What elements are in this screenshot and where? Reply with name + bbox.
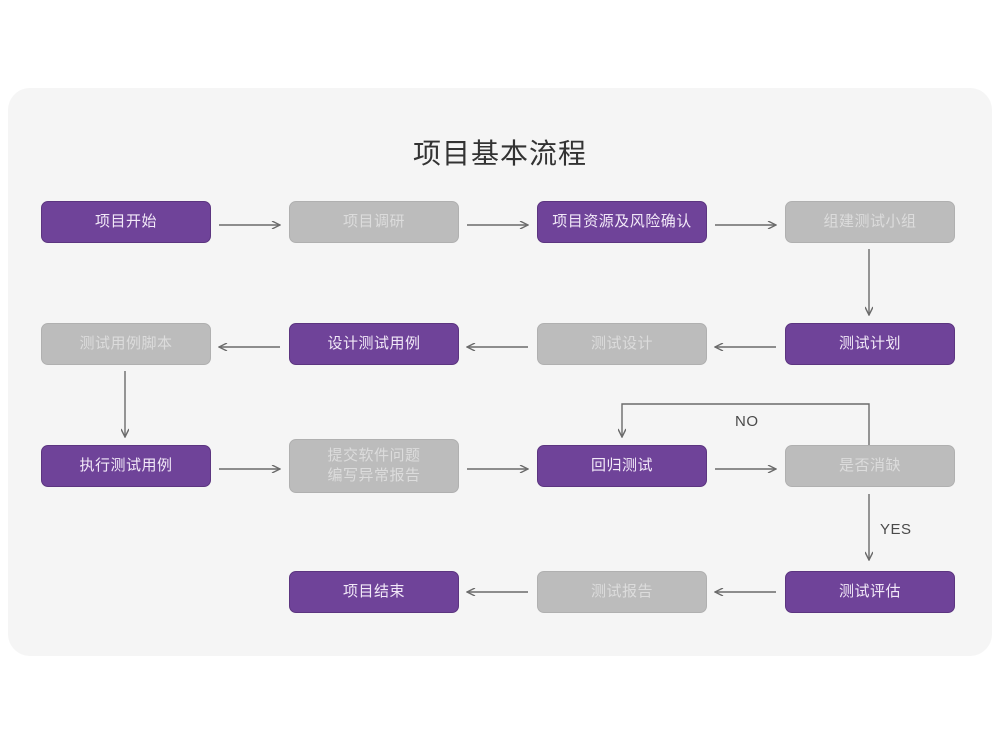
node-label: 项目结束 <box>342 583 405 600</box>
node-test-report[interactable]: 测试报告 <box>537 571 707 613</box>
node-project-end[interactable]: 项目结束 <box>289 571 459 613</box>
flowchart-card: 项目基本流程 <box>8 88 992 656</box>
node-label: 设计测试用例 <box>327 335 421 352</box>
node-resource-risk-confirm[interactable]: 项目资源及风险确认 <box>537 201 707 243</box>
edge-label-yes: YES <box>880 521 912 538</box>
node-label: 组建测试小组 <box>823 213 917 230</box>
node-label: 执行测试用例 <box>79 457 173 474</box>
node-label: 项目调研 <box>342 213 405 230</box>
node-project-research[interactable]: 项目调研 <box>289 201 459 243</box>
node-label: 测试计划 <box>838 335 901 352</box>
node-label: 测试报告 <box>590 583 653 600</box>
node-label: 是否消缺 <box>838 457 901 474</box>
edge-label-no: NO <box>735 413 759 430</box>
node-execute-test-case[interactable]: 执行测试用例 <box>41 445 211 487</box>
node-label: 回归测试 <box>590 457 653 474</box>
node-submit-issue-report[interactable]: 提交软件问题 编写异常报告 <box>289 439 459 493</box>
node-test-design[interactable]: 测试设计 <box>537 323 707 365</box>
page-title: 项目基本流程 <box>412 138 587 169</box>
node-design-test-case[interactable]: 设计测试用例 <box>289 323 459 365</box>
node-label: 测试设计 <box>590 335 653 352</box>
node-build-test-team[interactable]: 组建测试小组 <box>785 201 955 243</box>
node-test-evaluation[interactable]: 测试评估 <box>785 571 955 613</box>
node-label: 测试用例脚本 <box>79 335 173 352</box>
node-project-start[interactable]: 项目开始 <box>41 201 211 243</box>
node-label: 项目开始 <box>94 213 157 230</box>
node-label: 提交软件问题 编写异常报告 <box>327 447 421 484</box>
node-label: 项目资源及风险确认 <box>552 213 692 230</box>
node-test-plan[interactable]: 测试计划 <box>785 323 955 365</box>
node-regression-test[interactable]: 回归测试 <box>537 445 707 487</box>
node-label: 测试评估 <box>838 583 901 600</box>
node-defect-cleared-decision[interactable]: 是否消缺 <box>785 445 955 487</box>
node-test-case-script[interactable]: 测试用例脚本 <box>41 323 211 365</box>
